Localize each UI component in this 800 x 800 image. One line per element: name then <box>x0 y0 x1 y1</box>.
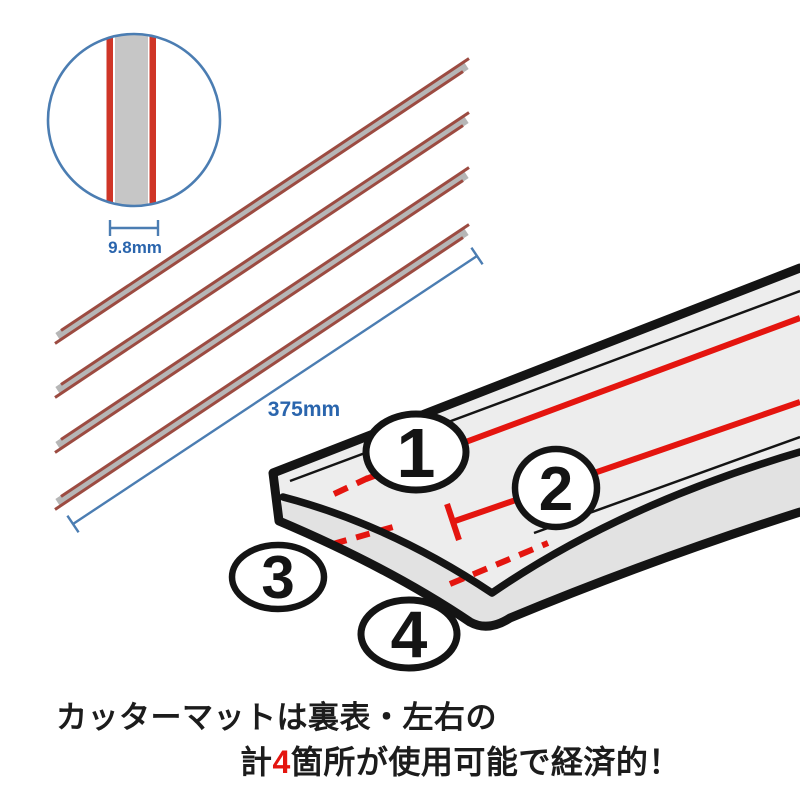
magnified-strip <box>106 34 156 206</box>
strip <box>54 57 470 345</box>
width-dimension-label: 9.8mm <box>108 238 162 257</box>
strip <box>54 111 470 399</box>
magnifier-circle <box>46 32 222 208</box>
grid-line-wrap-over <box>444 503 462 541</box>
caption-text: 計 <box>240 744 273 780</box>
surface-marker-1: 1 <box>362 410 470 494</box>
surface-marker-4: 4 <box>357 596 461 672</box>
mat-face-boundary <box>279 448 800 597</box>
length-dimension-line <box>72 255 478 525</box>
grid-line-red-1-hidden <box>332 475 370 497</box>
mat-outline <box>268 263 800 631</box>
caption-text: 箇所が使用可能で経済的！ <box>290 744 681 780</box>
surface-marker-3: 3 <box>228 541 328 613</box>
magnifier-inset: 9.8mm <box>46 32 222 257</box>
marker-number: 1 <box>397 414 436 492</box>
marker-number: 4 <box>391 597 428 671</box>
length-dimension: 375mm <box>66 247 484 533</box>
dimension-tick <box>470 247 484 265</box>
strips-group <box>54 57 470 511</box>
length-dimension-label: 375mm <box>268 398 340 421</box>
caption-highlight-number: 4 <box>272 744 291 780</box>
width-dimension: 9.8mm <box>108 220 162 257</box>
marker-number: 3 <box>261 544 294 611</box>
marker-number: 2 <box>539 455 573 524</box>
dimension-tick <box>66 515 80 533</box>
caption-line-2: 計4箇所が使用可能で経済的！ <box>240 737 681 783</box>
mat-top-face <box>273 268 800 593</box>
strip <box>54 166 470 454</box>
strip <box>54 223 470 511</box>
hidden-grid-line <box>448 540 550 587</box>
cutting-mat <box>268 263 800 631</box>
caption-line-1: カッターマットは裏表・左右の <box>56 700 497 735</box>
surface-marker-2: 2 <box>511 445 601 531</box>
hidden-grid-line <box>332 522 401 547</box>
grid-line-red-2 <box>451 399 800 525</box>
